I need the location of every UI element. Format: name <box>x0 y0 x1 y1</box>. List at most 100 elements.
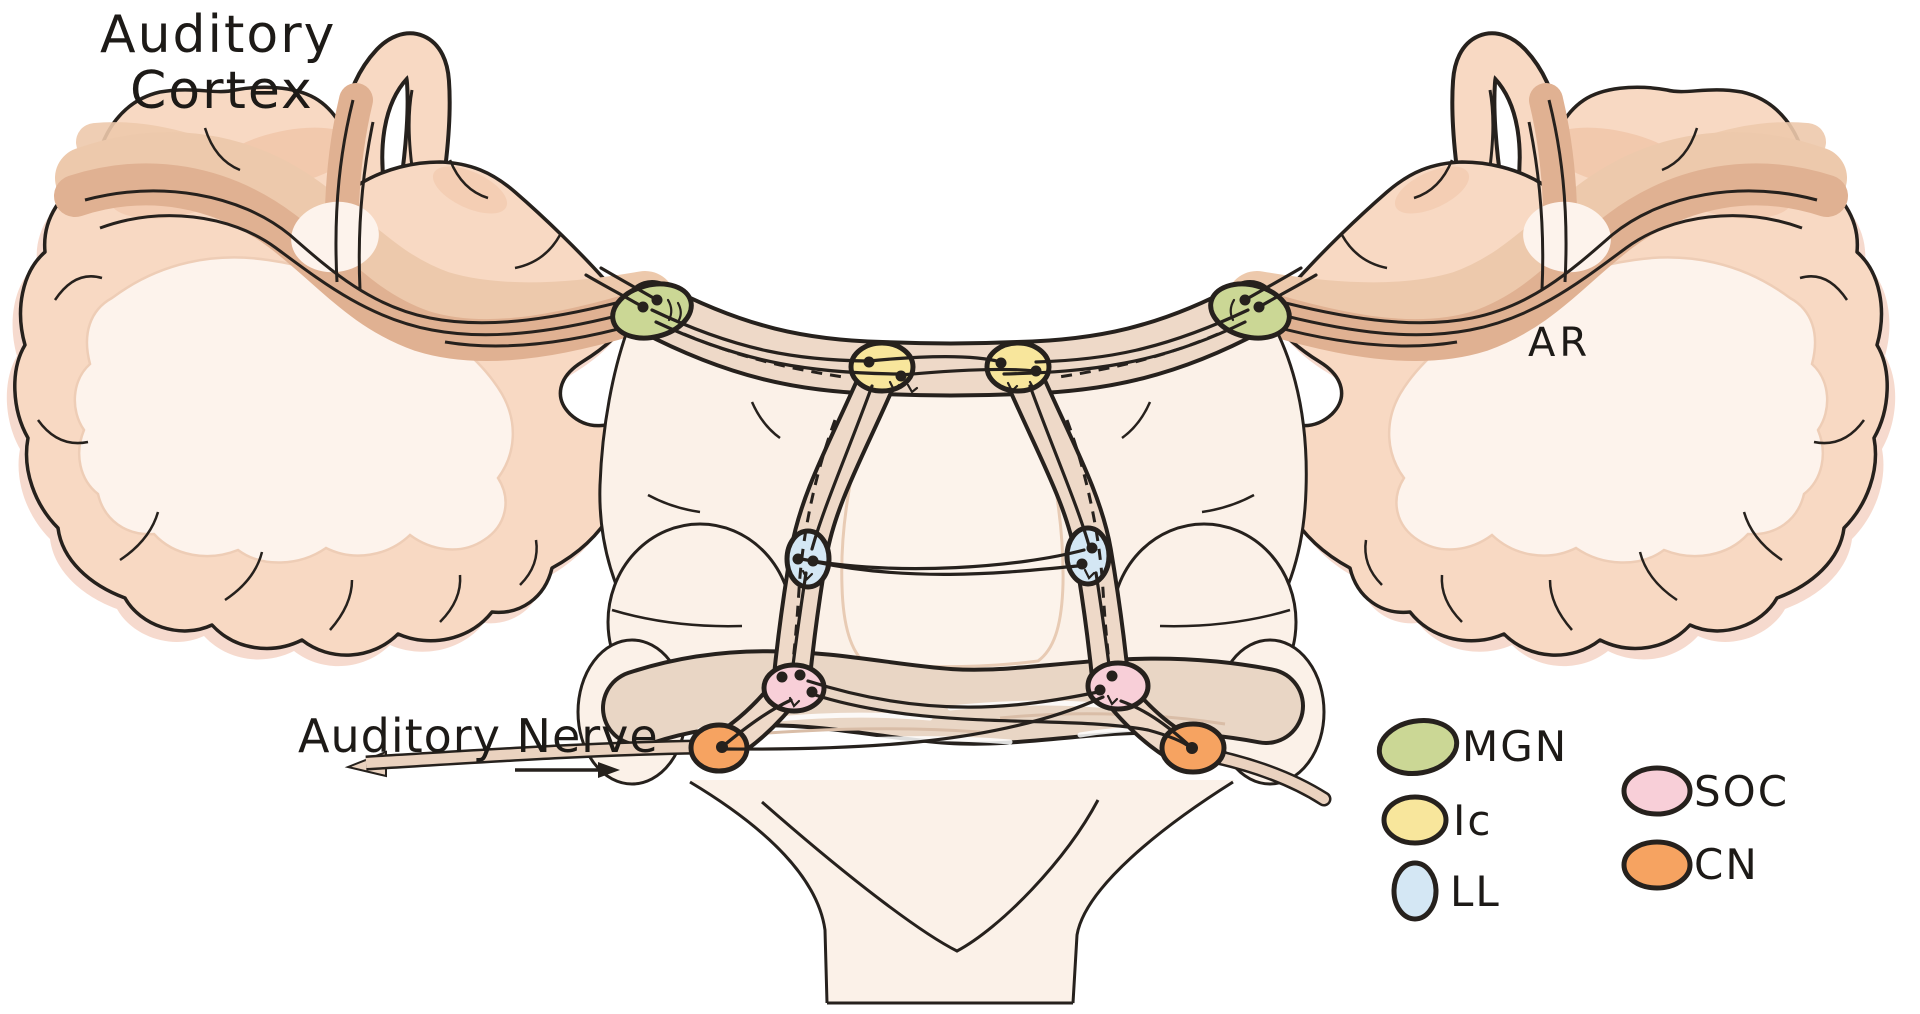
brainstem-sulcus <box>611 608 743 628</box>
legend-swatch-ll <box>1391 860 1439 922</box>
legend-label-soc: SOC <box>1694 767 1789 816</box>
synapse-tick <box>1028 380 1041 391</box>
legend-label-ll: LL <box>1450 867 1501 916</box>
soma-dot <box>807 555 819 567</box>
axon-track <box>810 384 874 551</box>
labels: Auditory Cortex Auditory Nerve AR <box>100 5 1591 778</box>
ar-track-line <box>84 189 637 325</box>
axon-track <box>599 266 659 302</box>
axon-track <box>806 679 1100 709</box>
synapse-tick <box>888 380 901 392</box>
axon-lines <box>584 266 1318 754</box>
synapse-tick <box>801 569 814 581</box>
soma-dot <box>1253 301 1265 313</box>
sulcus-line <box>119 511 160 562</box>
brainstem-sulcus <box>1201 493 1255 514</box>
legend-swatch-soc <box>1621 765 1693 817</box>
pons-band <box>605 653 1301 743</box>
soma-dot <box>1094 684 1106 696</box>
sulcus-line <box>514 234 562 270</box>
axon-track <box>1094 571 1111 667</box>
soma-dot <box>1086 542 1098 554</box>
brainstem-sulcus <box>1159 608 1291 628</box>
top-band <box>628 284 1274 394</box>
brainstem <box>576 315 1326 1005</box>
synapse-tick <box>1006 381 1019 393</box>
auditory-nerve-band <box>365 742 701 768</box>
axon-track <box>650 308 868 363</box>
ar-track-fork-line <box>334 99 355 283</box>
node-ll-right <box>1064 525 1112 587</box>
ar-label: AR <box>1528 320 1591 366</box>
left-hemisphere <box>6 31 676 667</box>
brainstem-sulcus <box>647 493 701 514</box>
medulla-fill <box>690 780 1235 1003</box>
pons-highlight <box>857 751 1063 763</box>
brainstem-sulcus <box>750 401 781 440</box>
soma-dot <box>794 669 806 681</box>
axon-track <box>654 320 900 376</box>
axon-track <box>814 560 1080 576</box>
soma-dot <box>895 370 907 382</box>
dashed-track <box>1065 419 1111 662</box>
title-line-1: Auditory <box>100 5 336 65</box>
legend: MGN Ic LL SOC CN <box>1376 718 1789 922</box>
synapse-tick <box>788 696 801 708</box>
sulcus-line <box>439 574 462 623</box>
soma-dot <box>863 356 875 368</box>
brainstem-sulcus <box>1121 401 1152 440</box>
synapse-tick <box>1229 298 1236 322</box>
dashed-track <box>791 419 837 662</box>
arrow-head <box>598 762 620 778</box>
synapse-tick <box>906 383 919 394</box>
soma-dot <box>716 741 728 753</box>
soma-dot <box>651 294 663 306</box>
pons-highlight <box>757 736 1013 751</box>
soma-dot <box>1186 742 1198 754</box>
auditory-nerve-label: Auditory Nerve <box>298 709 659 763</box>
soma-dot <box>995 357 1007 369</box>
sulcus-line <box>224 551 264 602</box>
synapse-tick <box>1083 568 1096 580</box>
sulcus-line <box>448 159 489 200</box>
nerve-direction-arrow <box>515 762 620 778</box>
axon-track <box>584 273 645 309</box>
axon-track <box>725 695 1105 751</box>
axon-track <box>867 355 1003 364</box>
axon-track <box>1028 384 1092 551</box>
legend-label-mgn: MGN <box>1462 722 1568 771</box>
soma-dot <box>776 671 788 683</box>
soma-dot <box>792 553 804 565</box>
node-mgn-right <box>1208 281 1292 341</box>
axon-track <box>791 571 808 667</box>
synapse-tick <box>676 301 682 322</box>
medulla-outline <box>689 780 1234 1005</box>
soma-dot <box>806 686 818 698</box>
node-ic-right <box>984 340 1052 394</box>
axon-track <box>1257 273 1318 309</box>
ar-track-line <box>99 214 641 337</box>
title-line-2: Cortex <box>130 61 314 121</box>
synapse-tick <box>666 298 673 322</box>
soma-dot <box>1106 670 1118 682</box>
axon-track <box>1034 308 1250 364</box>
sulcus-line <box>203 127 241 172</box>
sulcus-line <box>329 579 354 631</box>
axon-track <box>1243 266 1303 302</box>
sulcus-line <box>53 275 103 301</box>
axon-track <box>810 692 1193 750</box>
soma-dot <box>1239 294 1251 306</box>
soma-dot <box>637 301 649 313</box>
legend-swatch-cn <box>1621 839 1693 891</box>
sulcus-line <box>519 539 538 586</box>
legend-swatch-ic <box>1381 794 1449 846</box>
axon-track <box>799 548 1086 571</box>
legend-swatch-mgn <box>1376 718 1460 776</box>
ar-track-fork-line <box>357 121 375 291</box>
synapse-tick <box>1106 694 1119 706</box>
sulcus-line <box>36 419 89 445</box>
medulla-v-fold <box>761 799 1100 953</box>
axon-track <box>899 367 1036 377</box>
